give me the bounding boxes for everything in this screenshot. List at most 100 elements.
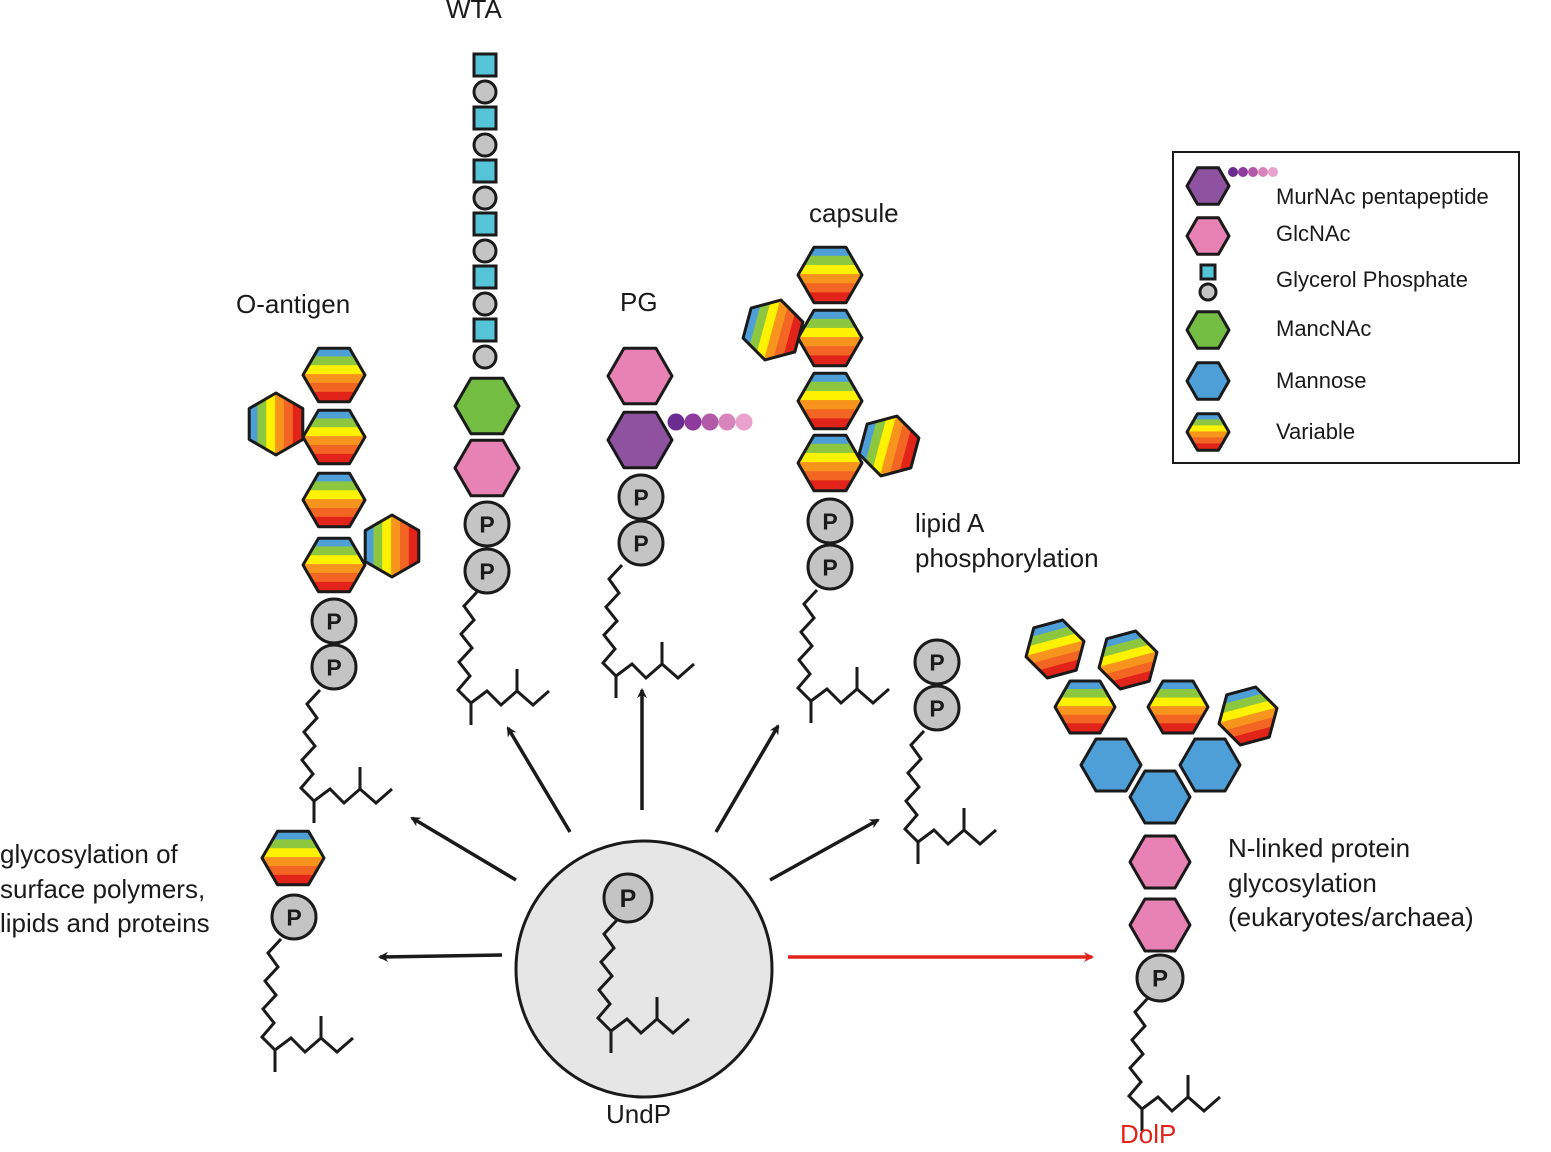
- glycosylation-line-3: lipids and proteins: [0, 908, 210, 939]
- legend-mancnac-icon: [1185, 310, 1231, 350]
- glycerol-square: [472, 105, 498, 131]
- phosphate-circle: [913, 684, 961, 732]
- peptide-bead: [1268, 167, 1278, 177]
- phosphate-circle: [1135, 953, 1185, 1003]
- phosphate-label: P: [326, 654, 341, 680]
- mannose-hex: [1079, 737, 1143, 793]
- lipid-a-label: lipid A phosphorylation: [915, 506, 1099, 575]
- legend-label-murnac: MurNAc pentapeptide: [1276, 184, 1489, 209]
- lipid-a-line-2: phosphorylation: [915, 542, 1099, 573]
- lipid-chain: [902, 729, 997, 847]
- phosphate-label: P: [620, 885, 637, 913]
- legend-glcnac-icon: [1185, 216, 1231, 256]
- glycerol-circle: [472, 291, 498, 317]
- glycerol-square: [472, 264, 498, 290]
- capsule-label: capsule: [809, 198, 899, 228]
- n-linked-label: N-linked protein glycosylation (eukaryot…: [1228, 831, 1474, 935]
- glycosylation-line-1: glycosylation of: [0, 839, 178, 869]
- undp-label: UndP: [606, 1099, 672, 1129]
- glycerol-square: [472, 52, 498, 78]
- peptide-bead: [684, 413, 702, 431]
- variable-hex: [796, 433, 864, 493]
- phosphate-label: P: [1152, 966, 1168, 993]
- glycosylation-line-2: surface polymers,: [0, 873, 206, 904]
- lipid-chain: [455, 590, 550, 708]
- phosphate-label: P: [286, 904, 301, 930]
- phosphate-circle: [617, 519, 665, 567]
- variable-hex: [301, 471, 367, 529]
- phosphate-circle: [913, 638, 961, 686]
- legend-variable-icon: [1185, 412, 1231, 452]
- wta-label: WTA: [446, 0, 502, 24]
- glycerol-circle: [472, 132, 498, 158]
- glycerol-circle: [472, 79, 498, 105]
- undp-circle: [514, 839, 774, 1099]
- phosphate-label: P: [479, 558, 494, 584]
- glycerol-circle: [472, 238, 498, 264]
- glcnac-hex: [1128, 834, 1192, 890]
- peptide-bead: [701, 413, 719, 431]
- o-antigen-label: O-antigen: [236, 289, 351, 319]
- variable-hex: [796, 245, 864, 305]
- glycerol-square: [472, 158, 498, 184]
- legend-label-variable: Variable: [1276, 419, 1356, 444]
- pg-label: PG: [620, 287, 658, 317]
- legend-murnac-icon: [1185, 166, 1231, 206]
- peptide-bead: [1248, 167, 1258, 177]
- peptide-bead: [1258, 167, 1268, 177]
- legend-label-mancnac: MancNAc: [1276, 316, 1372, 341]
- peptide-bead: [1238, 167, 1248, 177]
- glycerol-square: [472, 211, 498, 237]
- glycosylation-label: glycosylation of surface polymers, lipid…: [0, 837, 210, 941]
- peptide-bead: [718, 413, 736, 431]
- variable-hex: [1053, 679, 1117, 735]
- lipid-chain: [600, 563, 695, 681]
- variable-hex: [739, 293, 807, 367]
- mancnac-hex: [453, 376, 521, 436]
- lipid-chain: [259, 937, 354, 1055]
- variable-hex: [796, 371, 864, 431]
- phosphate-circle: [602, 872, 654, 924]
- variable-hex: [796, 308, 864, 368]
- phosphate-label: P: [633, 484, 648, 510]
- lipid-chain: [795, 588, 890, 706]
- phosphate-circle: [270, 893, 318, 941]
- arrow-to-glycosylation: [378, 951, 503, 962]
- lipid-chain: [1126, 996, 1221, 1114]
- legend: [1172, 151, 1520, 464]
- phosphate-label: P: [633, 530, 648, 556]
- lipid-a-line-1: lipid A: [915, 508, 985, 538]
- phosphate-label: P: [822, 554, 837, 580]
- variable-hex: [301, 346, 367, 404]
- glycerol-square: [472, 317, 498, 343]
- legend-label-mannose: Mannose: [1276, 368, 1367, 393]
- variable-hex: [301, 536, 367, 594]
- variable-hex: [1019, 616, 1091, 682]
- lipid-chain: [298, 688, 393, 806]
- variable-hex: [1212, 683, 1284, 749]
- variable-hex: [247, 391, 305, 457]
- n-linked-line-2: glycosylation: [1228, 867, 1377, 898]
- mannose-hex: [1178, 737, 1242, 793]
- glycerol-circle: [472, 185, 498, 211]
- phosphate-circle: [806, 497, 854, 545]
- glycerol-circle: [472, 344, 498, 370]
- legend-mannose-icon: [1185, 361, 1231, 401]
- variable-hex: [363, 513, 421, 579]
- glycerol-circle: [1198, 282, 1218, 302]
- variable-hex: [1146, 679, 1210, 735]
- phosphate-label: P: [822, 508, 837, 534]
- phosphate-circle: [310, 597, 358, 645]
- phosphate-circle: [463, 547, 511, 595]
- arrow-to-lipid-a: [769, 818, 880, 882]
- peptide-bead: [667, 413, 685, 431]
- variable-hex: [260, 829, 326, 887]
- phosphate-circle: [617, 473, 665, 521]
- arrow-to-o-antigen: [410, 816, 517, 882]
- variable-hex: [301, 408, 367, 466]
- lipid-chain: [595, 918, 690, 1036]
- glcnac-hex: [606, 346, 674, 406]
- glycerol-square: [1199, 263, 1217, 281]
- variable-hex: [855, 409, 923, 483]
- peptide-bead: [1228, 167, 1238, 177]
